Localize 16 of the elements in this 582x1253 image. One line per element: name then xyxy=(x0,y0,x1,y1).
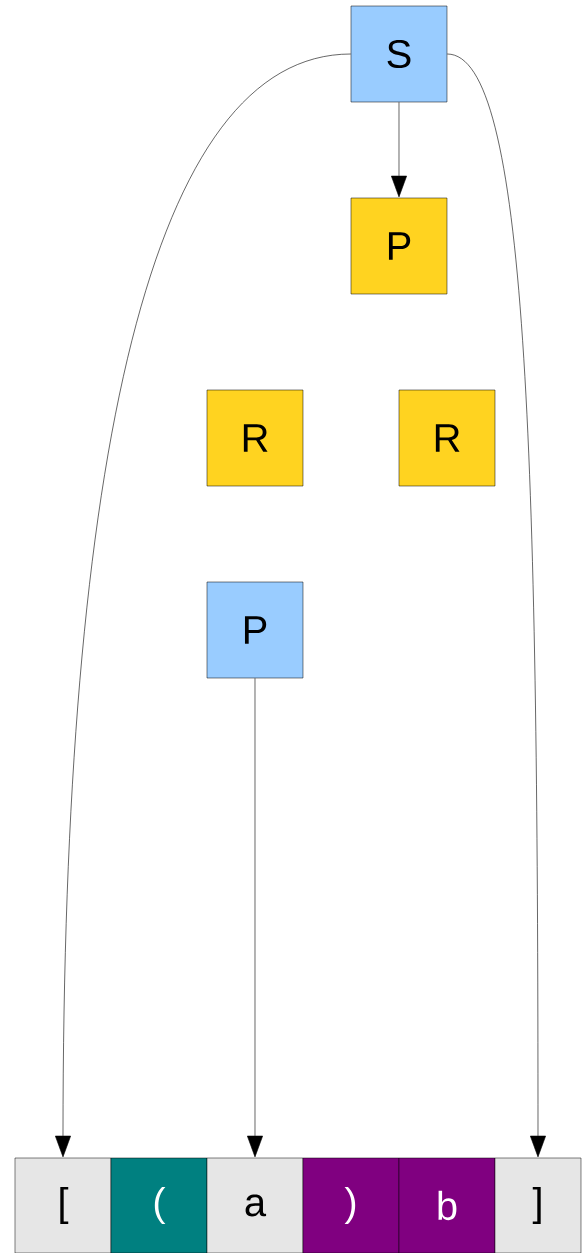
arrow xyxy=(55,53,352,1158)
token-cell: ) xyxy=(302,1157,400,1253)
node-label: ) xyxy=(344,1186,356,1225)
symbol-box: S xyxy=(350,5,448,103)
symbol-box: R xyxy=(206,389,304,487)
symbol-box: P xyxy=(206,581,304,679)
token-cell: ( xyxy=(110,1157,208,1253)
token-cell: a xyxy=(206,1157,304,1253)
token-cell: ] xyxy=(494,1157,582,1253)
symbol-box: P xyxy=(350,197,448,295)
symbol-box: R xyxy=(398,389,496,487)
arrow xyxy=(247,677,263,1158)
token-cell: [ xyxy=(14,1157,112,1253)
arrow xyxy=(391,101,407,198)
arrow xyxy=(446,53,546,1158)
token-cell: b xyxy=(398,1157,496,1253)
